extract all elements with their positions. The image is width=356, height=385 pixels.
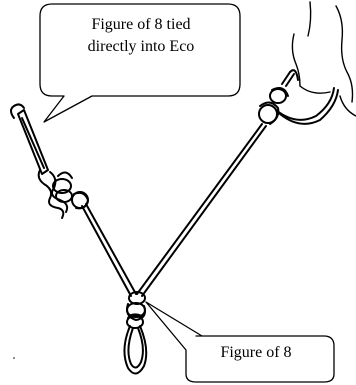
hand-icon <box>291 1 356 117</box>
bottom-figure-eight-knot-icon <box>126 291 146 329</box>
carabiner-icon <box>10 103 49 175</box>
callout-bubble-top <box>39 3 241 123</box>
stray-mark <box>13 357 15 359</box>
rope-loop-icon <box>275 87 339 125</box>
rope-right-strand <box>136 123 267 297</box>
callout-top-text: Figure of 8 tied directly into Eco <box>50 14 232 58</box>
bottom-loop-icon <box>123 325 148 375</box>
callout-bubble-bottom <box>145 301 335 383</box>
callout-top-line1: Figure of 8 tied <box>91 16 191 33</box>
callout-bottom-text: Figure of 8 <box>220 344 292 361</box>
rope-left-strand <box>81 203 137 297</box>
upper-right-knot-icon <box>258 69 299 125</box>
callout-top-line2: directly into Eco <box>87 38 195 55</box>
figure-eight-knot-icon <box>37 169 89 219</box>
